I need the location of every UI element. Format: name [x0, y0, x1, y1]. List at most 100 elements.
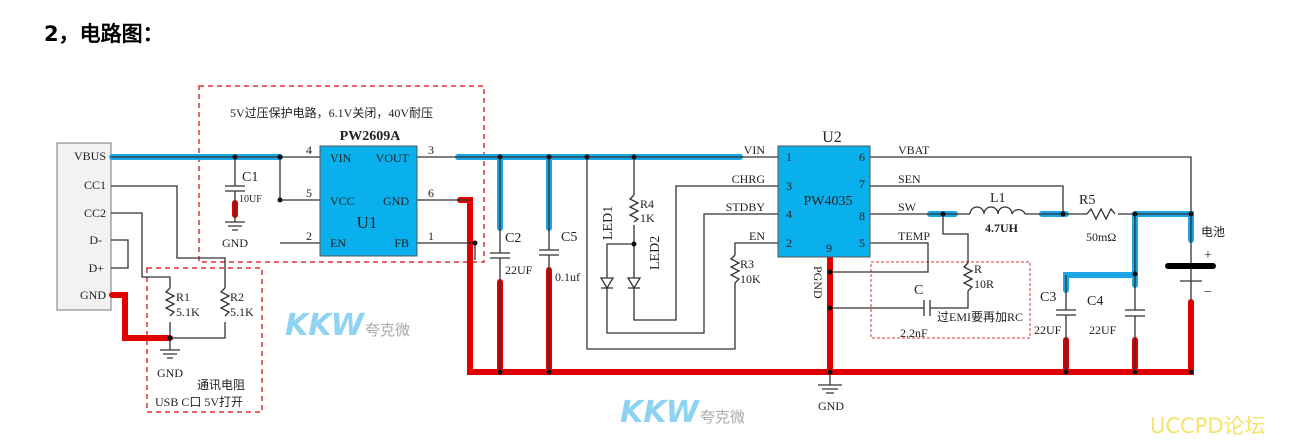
r1-value: 5.1K: [176, 305, 200, 319]
pin-d-plus: D+: [89, 261, 105, 275]
u1-pin-fb: FB: [394, 236, 409, 250]
pin-cc2: CC2: [84, 206, 106, 220]
c5-value: 0.1uf: [555, 270, 580, 284]
pin-d-minus: D-: [89, 233, 102, 247]
section-heading: 2，电路图：: [44, 22, 164, 46]
r2-ref: R2: [230, 290, 244, 304]
r3-symbol: [729, 254, 741, 290]
u2-pin-sw: SW: [898, 200, 917, 214]
junction-dots: [167, 154, 1194, 375]
led2-symbol: [626, 277, 642, 290]
snubber-r-ref: R: [974, 262, 982, 276]
u2-pin-stdby: STDBY: [726, 200, 766, 214]
snubber-r-symbol: [962, 262, 974, 297]
snubber-note-box: [870, 261, 1031, 339]
r1-symbol: [164, 287, 176, 317]
l1-ref: L1: [990, 191, 1006, 206]
u2-pin-vbat: VBAT: [898, 143, 930, 157]
u1-pin-num: 3: [428, 143, 434, 157]
battery-plus-sign: +: [1204, 248, 1212, 263]
r2-value: 5.1K: [230, 305, 254, 319]
cc-gnd-label: GND: [157, 366, 183, 380]
cc-note-line2: USB C口 5V打开: [155, 395, 243, 409]
wires: [111, 156, 1192, 394]
c1-gnd-label: GND: [222, 236, 248, 250]
c1-symbol: [225, 185, 245, 192]
u2-pin-temp: TEMP: [898, 229, 930, 243]
ovp-note-box: [198, 85, 485, 263]
u1-chip: PW2609A U1 VIN VCC EN 4 5 2 VOUT GND FB …: [306, 129, 434, 257]
l1-symbol: [969, 206, 1026, 215]
pin-cc1: CC1: [84, 178, 106, 192]
snubber-note: 过EMI要再加RC: [937, 310, 1023, 324]
r4-symbol: [628, 194, 640, 223]
u1-pin-num: 6: [428, 186, 434, 200]
c3-ref: C3: [1040, 290, 1056, 305]
kkw-logo-cn: 夸克微: [365, 321, 410, 339]
battery-label: 电池: [1201, 225, 1225, 239]
c4-value: 22UF: [1089, 323, 1117, 337]
u2-pin-num: 8: [859, 209, 865, 223]
battery-minus-sign: −: [1204, 285, 1212, 300]
r4-ref: R4: [640, 197, 654, 211]
u1-pin-vcc: VCC: [330, 194, 355, 208]
r2-symbol: [219, 287, 231, 317]
r3-ref: R3: [740, 257, 754, 271]
pin-vbus: VBUS: [74, 149, 106, 163]
c2-ref: C2: [505, 231, 521, 246]
u1-pin-vin: VIN: [330, 151, 352, 165]
u2-pin-num: 4: [786, 207, 792, 221]
u2-pin-sen: SEN: [898, 172, 921, 186]
l1-value: 4.7UH: [985, 221, 1019, 235]
cc-note-line1: 通讯电阻: [197, 378, 245, 392]
led1-symbol: [599, 277, 615, 290]
r5-ref: R5: [1079, 193, 1095, 208]
c3-value: 22UF: [1034, 323, 1062, 337]
r4-value: 1K: [640, 211, 655, 225]
u1-pin-num: 1: [428, 229, 434, 243]
u2-chip: U2 PW4035 1 3 4 2 6 7 8 5 9: [777, 129, 871, 258]
u1-pin-en: EN: [330, 236, 346, 250]
u2-pin-num: 1: [786, 150, 792, 164]
snubber-r-value: 10R: [974, 277, 994, 291]
u2-pin-num: 6: [859, 150, 865, 164]
u2-pin-num: 5: [859, 236, 865, 250]
u2-pin-num: 3: [786, 179, 792, 193]
u2-pin-num: 2: [786, 236, 792, 250]
components: [164, 185, 1216, 317]
snubber-c-symbol: [923, 300, 931, 316]
u2-ref: U2: [822, 129, 842, 146]
u1-ref: U1: [357, 213, 378, 232]
u1-pin-num: 2: [306, 229, 312, 243]
kkw-logo-text: KKW: [285, 308, 366, 343]
u2-pin-vin: VIN: [744, 143, 766, 157]
r5-symbol: [1086, 207, 1116, 221]
u2-part: PW4035: [804, 194, 853, 209]
kkw-logo-text: KKW: [620, 395, 701, 430]
kkw-logo-cn: 夸克微: [700, 408, 745, 426]
led2-label: LED2: [648, 236, 663, 270]
led1-label: LED1: [601, 206, 616, 240]
u1-pin-num: 5: [306, 186, 312, 200]
u2-pin-num: 7: [859, 177, 865, 191]
u2-pin-chrg: CHRG: [732, 172, 766, 186]
r1-ref: R1: [176, 290, 190, 304]
ovp-note: 5V过压保护电路，6.1V关闭，40V耐压: [230, 105, 433, 120]
c2-value: 22UF: [505, 263, 533, 277]
u2-pin-num: 9: [826, 241, 832, 255]
u2-gnd-label: GND: [818, 399, 844, 413]
kkw-watermark: KKW 夸克微 KKW 夸克微: [285, 308, 745, 430]
u1-part: PW2609A: [340, 129, 402, 144]
u2-pin-en: EN: [749, 229, 765, 243]
u1-pin-gnd: GND: [383, 194, 409, 208]
forum-watermark: UCCPD论坛: [1150, 414, 1266, 438]
r3-value: 10K: [740, 272, 761, 286]
c5-ref: C5: [561, 230, 577, 245]
u1-pin-num: 4: [306, 143, 312, 157]
gnd-net-highlight: [109, 197, 1194, 375]
usb-c-connector: VBUS CC1 CC2 D- D+ GND: [56, 142, 112, 311]
u2-pin-pgnd: PGND: [811, 266, 825, 299]
c1-value: 10UF: [239, 194, 262, 205]
c4-ref: C4: [1087, 294, 1103, 309]
